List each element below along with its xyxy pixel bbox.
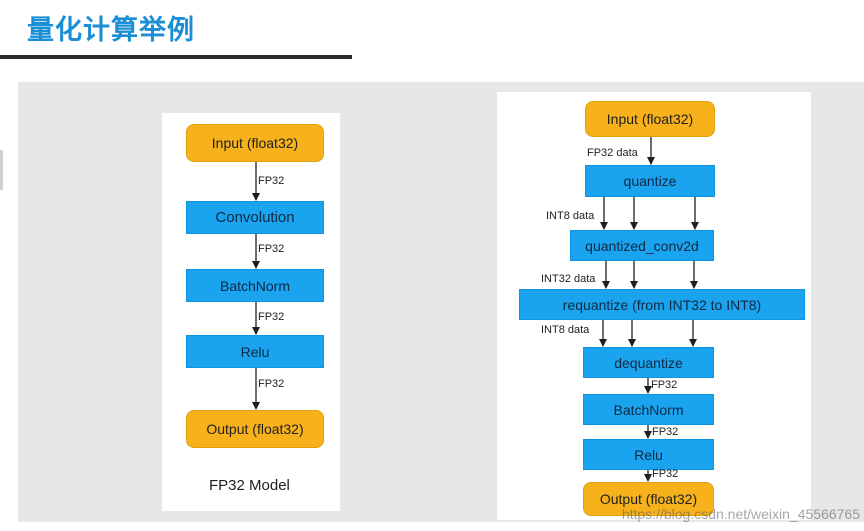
fp32-output-node: Output (float32) <box>186 410 324 448</box>
fp32-relu-node: Relu <box>186 335 324 368</box>
quant-relu-node: Relu <box>583 439 714 470</box>
fp32-edge-label-1: FP32 <box>258 175 285 187</box>
quant-output-node: Output (float32) <box>583 482 714 516</box>
quant-batchnorm-node: BatchNorm <box>583 394 714 425</box>
edge-label-fp32-b: FP32 <box>652 426 679 438</box>
dequantize-label: dequantize <box>614 354 683 371</box>
edge-label-fp32-c: FP32 <box>652 468 679 480</box>
watermark-text: https://blog.csdn.net/weixin_45566765 <box>621 506 860 522</box>
fp32-edge-label-4: FP32 <box>258 378 285 390</box>
quantize-node: quantize <box>585 165 715 197</box>
edge-mark <box>0 150 3 190</box>
edge-label-fp32-data: FP32 data <box>587 147 638 159</box>
quant-relu-label: Relu <box>634 446 663 463</box>
quantized-conv2d-node: quantized_conv2d <box>570 230 714 261</box>
slide-title: 量化计算举例 <box>27 15 195 46</box>
fp32-model-caption: FP32 Model <box>209 477 290 494</box>
edge-label-int8-data-1: INT8 data <box>546 210 595 222</box>
fp32-output-label: Output (float32) <box>206 421 304 437</box>
requantize-label: requantize (from INT32 to INT8) <box>562 296 762 313</box>
requantize-node: requantize (from INT32 to INT8) <box>519 289 805 320</box>
fp32-convolution-label: Convolution <box>215 209 295 226</box>
fp32-relu-label: Relu <box>240 343 270 360</box>
quantize-label: quantize <box>623 173 677 189</box>
fp32-edge-label-3: FP32 <box>258 311 285 323</box>
title-underline <box>0 55 352 59</box>
edge-label-int32-data: INT32 data <box>541 273 596 285</box>
fp32-batchnorm-label: BatchNorm <box>219 277 291 294</box>
quant-batchnorm-label: BatchNorm <box>613 401 684 418</box>
edge-label-int8-data-2: INT8 data <box>541 324 590 336</box>
quant-output-label: Output (float32) <box>599 491 698 507</box>
fp32-input-node: Input (float32) <box>186 124 324 162</box>
quant-input-node: Input (float32) <box>585 101 715 137</box>
edge-label-fp32-a: FP32 <box>651 379 678 391</box>
fp32-input-label: Input (float32) <box>211 135 299 151</box>
quantized-conv2d-label: quantized_conv2d <box>585 237 699 254</box>
fp32-convolution-node: Convolution <box>186 201 324 234</box>
fp32-batchnorm-node: BatchNorm <box>186 269 324 302</box>
fp32-edge-label-2: FP32 <box>258 243 285 255</box>
quant-input-label: Input (float32) <box>606 111 694 127</box>
fp32-model-panel <box>162 113 340 511</box>
dequantize-node: dequantize <box>583 347 714 378</box>
